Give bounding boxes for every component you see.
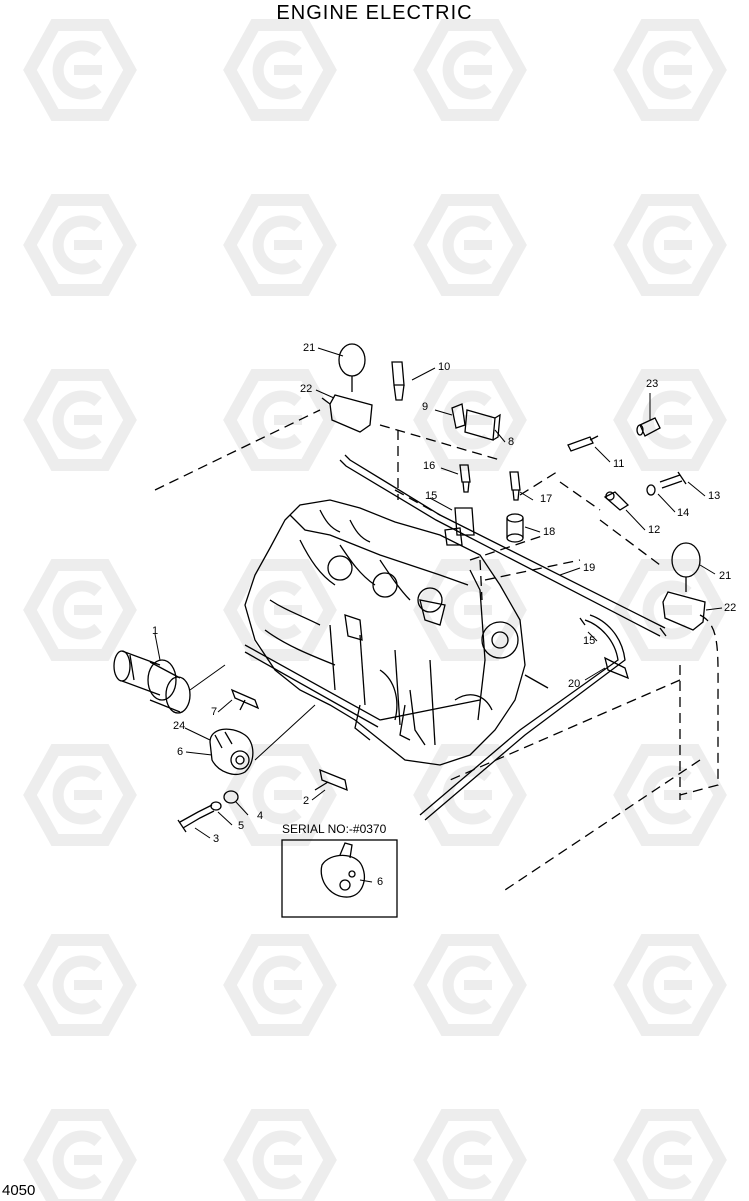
part-1-starter-motor <box>113 650 226 714</box>
callout-19: 19 <box>583 562 596 574</box>
leader-lines <box>154 347 723 883</box>
callout-17: 17 <box>540 493 553 505</box>
part-16-sensor <box>459 464 471 493</box>
callout-8: 8 <box>508 436 515 448</box>
part-8-relay <box>464 409 501 441</box>
callout-10: 10 <box>438 361 451 373</box>
serial-inset-box <box>281 839 398 918</box>
part-5-washer <box>210 801 222 811</box>
page-number: 4050 <box>2 1182 36 1199</box>
frame-outline-dashed <box>154 409 719 891</box>
callout-2: 2 <box>303 795 310 807</box>
callout-15-upper: 15 <box>425 490 438 502</box>
part-6-alternator <box>209 704 316 775</box>
callout-16: 16 <box>423 460 436 472</box>
part-18-filter <box>506 513 524 543</box>
part-13-bolt <box>659 471 687 489</box>
part-23-connector <box>636 417 661 437</box>
engine-block <box>244 499 549 766</box>
part-22-bracket-right <box>662 591 706 631</box>
part-21-horn-upper <box>338 343 366 392</box>
callout-9: 9 <box>422 401 429 413</box>
callout-21-upper: 21 <box>303 342 316 354</box>
callout-23: 23 <box>646 378 659 390</box>
part-7-sensor <box>230 688 260 711</box>
callout-7: 7 <box>211 706 218 718</box>
serial-number-note: SERIAL NO:-#0370 <box>282 822 387 836</box>
part-21-horn-right <box>671 542 701 592</box>
part-15-housing <box>444 507 475 546</box>
callout-1: 1 <box>152 625 159 637</box>
callout-12: 12 <box>648 524 661 536</box>
part-12-clip <box>603 491 630 511</box>
callout-21-right: 21 <box>719 570 732 582</box>
callout-22-upper: 22 <box>300 383 313 395</box>
callout-24: 24 <box>173 720 186 732</box>
callout-5: 5 <box>238 820 245 832</box>
part-3-bolt <box>177 804 215 833</box>
part-17-sensor <box>509 471 521 501</box>
callout-11: 11 <box>613 458 625 470</box>
callout-4: 4 <box>257 810 264 822</box>
callout-15-lower: 15 <box>583 635 596 647</box>
callout-6: 6 <box>177 746 184 758</box>
callout-18: 18 <box>543 526 556 538</box>
callout-6-inset: 6 <box>377 876 384 888</box>
part-11-sensor <box>567 435 599 452</box>
callout-22-right: 22 <box>724 602 737 614</box>
part-2-sensor <box>314 768 348 792</box>
callout-13: 13 <box>708 490 721 502</box>
wire-harness <box>244 454 667 821</box>
part-22-bracket-upper <box>321 394 373 433</box>
callout-14: 14 <box>677 507 690 519</box>
part-9-relay-bracket <box>451 403 466 429</box>
part-14-washer <box>646 484 656 496</box>
page-title: ENGINE ELECTRIC <box>276 2 473 24</box>
callout-20: 20 <box>568 678 581 690</box>
part-4-nut <box>223 790 239 804</box>
callout-3: 3 <box>213 833 220 845</box>
part-10-switch <box>391 361 405 401</box>
